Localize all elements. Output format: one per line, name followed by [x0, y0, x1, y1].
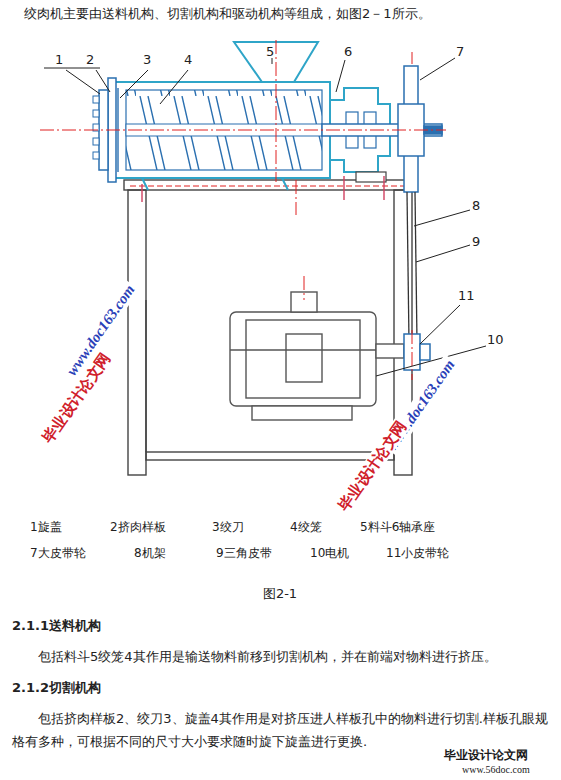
legend-item: 8机架 — [134, 546, 166, 560]
legend-item: 10电机 — [310, 546, 349, 560]
paragraph: 包括挤肉样板2、绞刀3、旋盖4其作用是对挤压进人样板孔中的物料进行切割.样板孔眼… — [12, 708, 552, 754]
legend-item: 1旋盖 — [30, 520, 62, 534]
frame — [124, 180, 416, 475]
watermark: 毕业设计论文网 — [333, 416, 410, 516]
centerline — [40, 40, 446, 380]
v-belt — [407, 192, 417, 342]
callout-number: 1 — [55, 52, 63, 68]
legend-item: 9三角皮带 — [216, 546, 272, 560]
callout-number: 11 — [458, 288, 475, 304]
bolts — [142, 176, 384, 202]
frame-centerline — [130, 186, 410, 187]
figure-caption: 图2-1 — [263, 586, 297, 602]
callout-number: 2 — [86, 52, 94, 68]
legend-item: 3绞刀 — [212, 520, 244, 534]
logo-url: www.56doc.com — [462, 764, 530, 776]
motor — [230, 292, 404, 420]
legend-item: 11小皮带轮 — [386, 546, 449, 560]
callout-number: 6 — [344, 44, 352, 60]
callout-number: 8 — [472, 198, 480, 214]
legend-item: 4绞笼 — [290, 520, 322, 534]
paragraph: 包括料斗5绞笼4其作用是输送物料前移到切割机构，并在前端对物料进行挤压。 — [12, 646, 552, 669]
legend-item: 2挤肉样板 — [110, 520, 166, 534]
legend-item: 7大皮带轮 — [30, 546, 86, 560]
barrel — [93, 78, 330, 190]
callout-number: 5 — [266, 44, 274, 60]
section-heading: 2.1.2切割机构 — [12, 680, 101, 696]
legend-item: 5料斗6轴承座 — [360, 520, 435, 534]
callout-number: 10 — [487, 332, 504, 348]
callout-number: 9 — [472, 234, 480, 250]
logo-text: 毕业设计论文网 — [444, 748, 528, 762]
callout-number: 7 — [456, 44, 464, 60]
section-heading: 2.1.1送料机构 — [12, 618, 101, 634]
callout-number: 3 — [143, 52, 151, 68]
big-pulley — [322, 66, 442, 192]
callout-number: 4 — [184, 52, 192, 68]
intro-text: 绞肉机主要由送料机构、切割机构和驱动机构等组成，如图2－1所示。 — [24, 6, 431, 22]
